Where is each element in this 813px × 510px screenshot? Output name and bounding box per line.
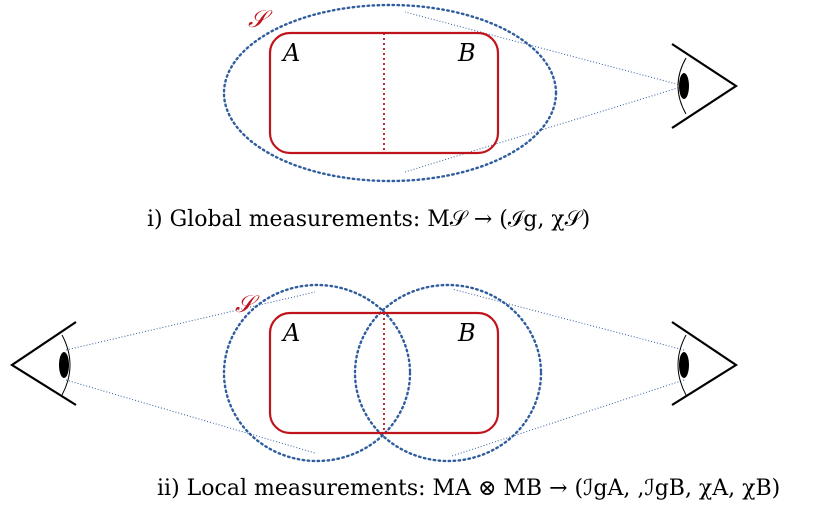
system-label-local: 𝒮: [235, 290, 260, 318]
sight-line-right-top: [451, 288, 685, 351]
eye-icon: [9, 321, 77, 406]
panel-global: A B 𝒮: [222, 3, 739, 183]
region-a-label-global: A: [281, 39, 300, 67]
region-b-label-local: B: [457, 319, 476, 347]
global-measurement-ellipse: [222, 3, 558, 183]
sight-line-bottom: [404, 85, 685, 173]
caption-global-measurements: i) Global measurements: M𝒮 → (ℐg, χ𝒮): [147, 207, 591, 232]
sight-line-top: [404, 11, 685, 87]
sight-line-left-bottom: [65, 379, 316, 454]
region-a-label-local: A: [281, 319, 300, 347]
sight-line-left-top: [65, 291, 316, 351]
panel-local: A B 𝒮: [9, 283, 739, 463]
region-b-label-global: B: [457, 39, 476, 67]
sight-line-right-bottom: [451, 379, 685, 457]
eye-icon: [671, 321, 739, 406]
system-label-global: 𝒮: [248, 5, 273, 33]
local-measurement-ellipse-b: [353, 283, 543, 463]
caption-local-measurements: ii) Local measurements: MA ⊗ MB → (ℐgA, …: [157, 476, 781, 501]
eye-icon: [671, 43, 739, 129]
local-measurement-ellipse-a: [222, 283, 412, 463]
